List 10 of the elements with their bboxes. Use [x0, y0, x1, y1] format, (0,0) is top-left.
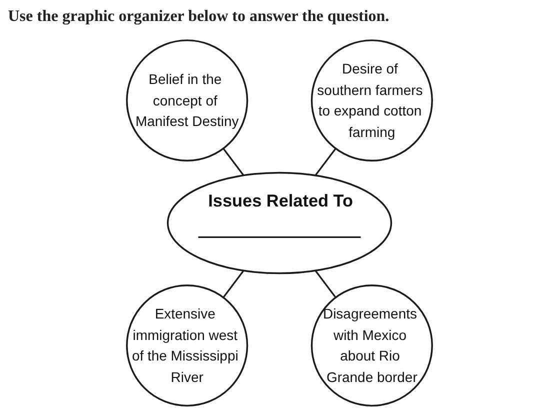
- connector: [314, 148, 336, 176]
- node-circle: Desire of southern farmers to expand cotton farming: [310, 39, 433, 162]
- title: Use the graphic organizer below to answer the question.: [8, 8, 390, 26]
- node-circle: Disagreements with Mexico about Rio Grande border: [310, 284, 433, 407]
- node-circle: Belief in the concept of Manifest Destiny: [126, 39, 248, 162]
- connector: [222, 148, 244, 176]
- node-circle: Extensive immigration west of the Mississippi River: [126, 284, 248, 407]
- node-ellipse: Issues Related To: [166, 172, 392, 274]
- connector: [222, 270, 244, 298]
- connector: [314, 270, 336, 298]
